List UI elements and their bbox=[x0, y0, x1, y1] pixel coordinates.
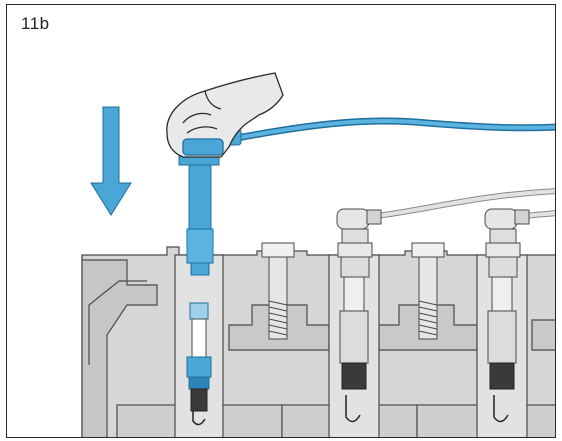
spark-plug-highlighted bbox=[186, 302, 212, 426]
spark-plug-installation-diagram bbox=[81, 72, 555, 437]
spark-plug-2 bbox=[339, 274, 369, 423]
spark-plug-3 bbox=[487, 274, 517, 423]
head-bolt-1 bbox=[261, 242, 295, 340]
figure-label: 11b bbox=[21, 14, 50, 33]
ignition-lead-3 bbox=[484, 208, 555, 278]
down-arrow-icon bbox=[90, 106, 132, 216]
cylinder-head bbox=[81, 246, 555, 437]
head-bolt-2 bbox=[411, 242, 445, 340]
gloved-hand-icon bbox=[166, 72, 284, 158]
figure-frame: 11b bbox=[6, 4, 556, 438]
ignition-lead-2 bbox=[336, 188, 555, 278]
